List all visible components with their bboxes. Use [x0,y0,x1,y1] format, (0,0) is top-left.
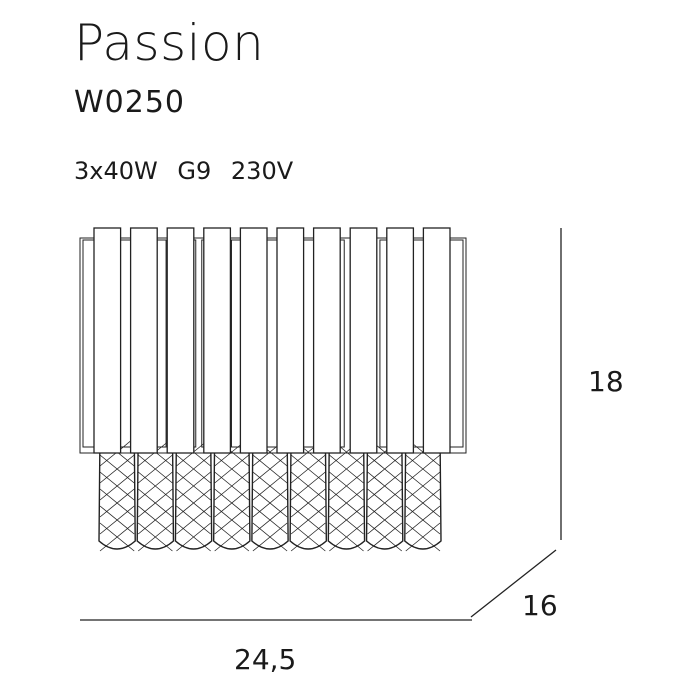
lattice-line [137,505,173,535]
lattice-line [329,471,364,501]
glass-bar-front [276,227,305,454]
lattice-line [290,505,326,535]
lattice-line [176,522,211,552]
lattice-line [176,488,211,518]
height-label: 18 [588,365,624,398]
lattice-line [214,471,250,501]
lattice-line [252,471,288,501]
lattice-line [252,488,288,518]
lattice-line [176,505,211,535]
lattice-line [329,522,364,552]
lattice-line [99,522,135,552]
dimension-lines [80,228,562,621]
lattice-line [137,471,173,501]
lattice-line [367,454,403,484]
lattice-line [290,454,326,484]
glass-bar-front [312,227,341,454]
lattice-line [176,454,211,484]
crystal-pendant [327,431,366,550]
upper-tier-outline [79,237,467,454]
lattice-line [405,471,441,501]
crystal-pendant [365,431,404,550]
lattice-line [329,505,364,535]
lattice-line [99,471,135,501]
lattice-line [367,505,403,535]
lamp-illustration [79,227,467,552]
product-code: W0250 [74,85,186,120]
lattice-line [405,505,441,535]
lattice-line [367,522,403,552]
crystal-pendant [251,431,289,550]
lattice-line [99,454,135,484]
depth-dimension-line [470,549,557,618]
lattice-line [99,488,135,518]
lamp-upper-tier [79,227,467,454]
lattice-line [252,522,288,552]
glass-bar-front [166,227,195,454]
lattice-line [329,454,364,484]
lattice-line [405,488,441,518]
crystal-pendant [136,431,175,550]
lattice-line [176,471,211,501]
glass-bar-front [93,227,122,454]
lattice-line [290,488,326,518]
crystal-pendant [404,431,442,550]
crystal-pendant [289,431,328,550]
lattice-line [405,454,441,484]
crystal-pendant [98,431,136,550]
glass-bar-front [386,227,415,454]
product-name: Passion [74,14,265,72]
depth-label: 16 [522,589,558,622]
lattice-line [137,488,173,518]
spec-voltage: 230V [230,157,294,185]
lattice-line [99,505,135,535]
lattice-line [405,522,441,552]
spec-socket: G9 [177,157,212,185]
crystal-pendant [212,431,251,550]
glass-bar-front [349,227,378,454]
glass-bar-front [239,227,268,454]
lattice-line [367,488,403,518]
lattice-line [137,454,173,484]
lattice-line [214,488,250,518]
width-label: 24,5 [234,643,297,676]
glass-bar-front [422,227,451,454]
lattice-line [252,505,288,535]
crystal-pendant [174,431,213,550]
lamp-lower-tier [98,431,442,552]
power-specs: 3x40W G9 230V [74,159,305,183]
spec-wattage: 3x40W [74,157,158,185]
lattice-line [214,522,250,552]
lattice-line [214,505,250,535]
lattice-line [214,454,250,484]
lattice-line [290,471,326,501]
lattice-line [137,522,173,552]
lattice-line [290,522,326,552]
lattice-line [367,471,403,501]
lattice-line [252,454,288,484]
glass-bar-front [129,227,158,454]
glass-bar-front [203,227,232,454]
lattice-line [329,488,364,518]
